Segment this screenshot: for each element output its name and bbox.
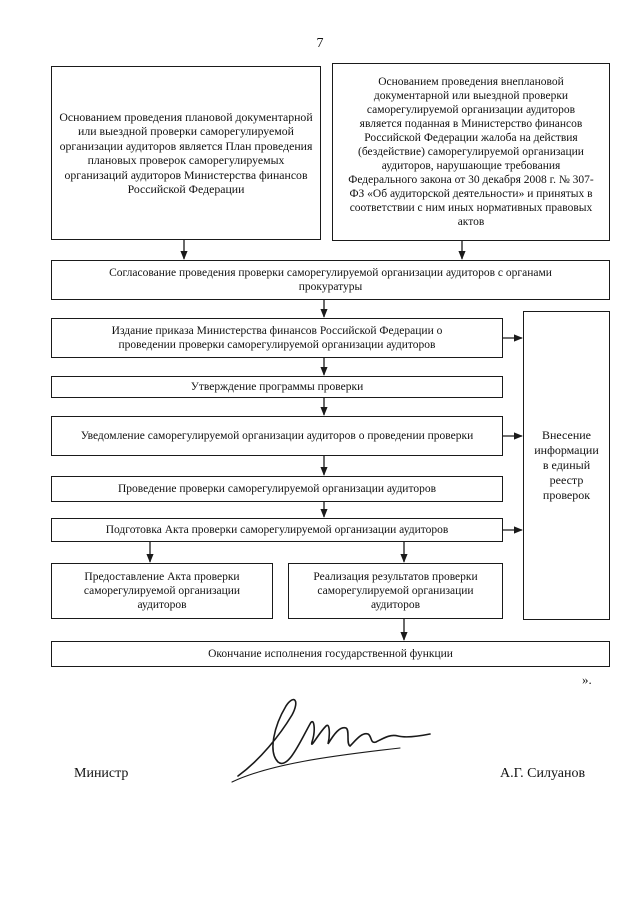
basis-planned-box: Основанием проведения плановой документа… — [51, 66, 321, 240]
basis-planned-text: Основанием проведения плановой документа… — [59, 109, 313, 197]
end-function-box: Окончание исполнения государственной фун… — [51, 641, 610, 667]
notification-text: Уведомление саморегулируемой организации… — [80, 430, 474, 442]
registry-entry-box: Внесение информации в единый реестр пров… — [523, 311, 610, 620]
act-provision-box: Предоставление Акта проверки саморегулир… — [51, 563, 273, 619]
act-provision-text: Предоставление Акта проверки саморегулир… — [83, 571, 241, 611]
signatory-title: Министр — [74, 766, 129, 781]
program-approval-box: Утверждение программы проверки — [51, 376, 503, 398]
signatory-name: А.Г. Силуанов — [500, 766, 586, 781]
program-approval-text: Утверждение программы проверки — [190, 381, 364, 393]
approval-prosecutor-text: Согласование проведения проверки саморег… — [109, 267, 552, 293]
conducting-text: Проведение проверки саморегулируемой орг… — [117, 483, 436, 495]
act-preparation-text: Подготовка Акта проверки саморегулируемо… — [105, 524, 449, 536]
registry-entry-text: Внесение информации в единый реестр пров… — [534, 428, 599, 502]
basis-unplanned-text: Основанием проведения внеплановой докуме… — [348, 76, 594, 228]
results-implementation-text: Реализация результатов проверки саморегу… — [313, 571, 478, 611]
handwritten-signature — [231, 698, 431, 783]
end-function-text: Окончание исполнения государственной фун… — [208, 648, 453, 660]
approval-prosecutor-box: Согласование проведения проверки саморег… — [51, 260, 610, 300]
order-issue-box: Издание приказа Министерства финансов Ро… — [51, 318, 503, 358]
act-preparation-box: Подготовка Акта проверки саморегулируемо… — [51, 518, 503, 542]
notification-box: Уведомление саморегулируемой организации… — [51, 416, 503, 456]
closing-quote-mark: ». — [582, 672, 592, 687]
basis-unplanned-box: Основанием проведения внеплановой докуме… — [332, 63, 610, 241]
page-number: 7 — [316, 36, 324, 51]
conducting-box: Проведение проверки саморегулируемой орг… — [51, 476, 503, 502]
order-issue-text: Издание приказа Министерства финансов Ро… — [111, 325, 443, 351]
results-implementation-box: Реализация результатов проверки саморегу… — [288, 563, 503, 619]
